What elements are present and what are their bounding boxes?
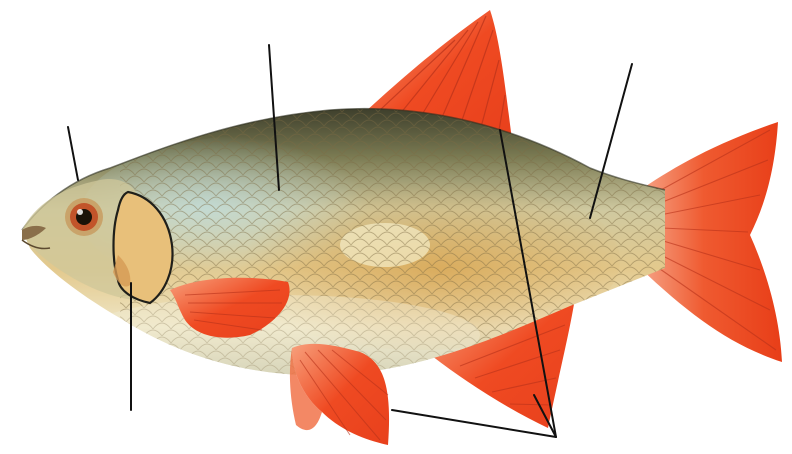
pointer-head	[68, 127, 78, 180]
eye	[65, 198, 103, 236]
